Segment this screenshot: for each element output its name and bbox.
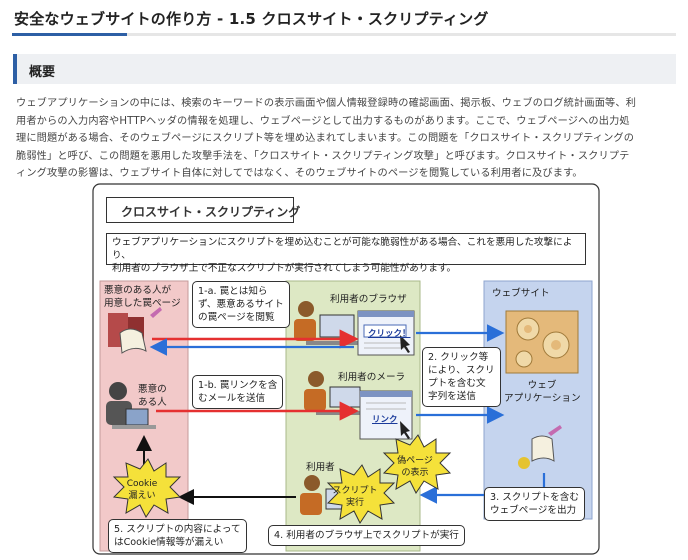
malicious-page-label: 悪意のある人が 用意した罠ページ [104, 285, 181, 309]
burst-fake-shape [382, 434, 452, 494]
intro-line: 用者からの入力内容やHTTPヘッダの情報を処理し、ウェブページとして出力するもの… [16, 115, 630, 127]
intro-line: ィング攻撃の影響は、ウェブサイト自体に対してではなく、そのウェブサイトのページを… [16, 168, 583, 180]
attacker-figure [106, 382, 156, 429]
burst-cookie: Cookie 漏えい [126, 479, 158, 501]
xss-diagram: クロスサイト・スクリプティング ウェブアプリケーションにスクリプトを埋め込むこと… [92, 183, 600, 555]
intro-paragraph: ウェブアプリケーションの中には、検索のキーワードの表示画面や個人情報登録時の確認… [16, 95, 676, 183]
description-line: ウェブアプリケーションにスクリプトを埋め込むことが可能な脆弱性がある場合、これを… [112, 237, 573, 261]
burst-fake-page: 偽ページ の表示 [397, 456, 433, 478]
page-title: 安全なウェブサイトの作り方 - 1.5 クロスサイト・スクリプティング [14, 10, 489, 28]
burst-script-shape [326, 464, 396, 524]
step1a-callout: 1-a. 罠とは知ら ず、悪意あるサイト の罠ページを閲覧 [192, 281, 290, 328]
description-line: 利用者のブラウザ上で不正なスクリプトが実行されてしまう可能性があります。 [112, 263, 457, 274]
step3-callout: 3. スクリプトを含む ウェブページを出力 [484, 487, 585, 521]
mailer-computer [304, 371, 413, 440]
step4-callout: 4. 利用者のブラウザ上でスクリプトが実行 [268, 525, 465, 546]
browser-computer [294, 301, 415, 356]
attacker-label: 悪意の ある人 [138, 384, 167, 408]
burst-cookie-shape [112, 458, 182, 518]
diagram-title: クロスサイト・スクリプティング [106, 197, 300, 223]
intro-line: ウェブアプリケーションの中には、検索のキーワードの表示画面や個人情報登録時の確認… [16, 98, 637, 109]
title-rule-accent [12, 33, 127, 36]
click-button[interactable]: クリック！ [368, 329, 411, 339]
intro-line: 理に問題がある場合、そのウェブページにスクリプト等を埋め込まれてしまいます。この… [16, 133, 635, 145]
trap-page-icon [108, 307, 162, 354]
title-rule [12, 33, 676, 36]
step1b-callout: 1-b. 罠リンクを含 むメールを送信 [192, 375, 284, 409]
website-label: ウェブサイト [492, 288, 550, 299]
user-label: 利用者 [306, 462, 335, 473]
intro-line: 脆弱性」と呼び、この問題を悪用した攻撃手法を、「クロスサイト・スクリプティング攻… [16, 150, 630, 162]
browser-label: 利用者のブラウザ [330, 294, 407, 305]
malicious-link[interactable]: リンク [372, 415, 398, 425]
webapp-label: ウェブ アプリケーション [504, 380, 581, 404]
section-heading-text: 概要 [29, 65, 56, 80]
webapp-gears [505, 310, 579, 374]
step2-callout: 2. クリック等 により、スクリ プトを含む文 字列を送信 [422, 347, 501, 407]
diagram-description: ウェブアプリケーションにスクリプトを埋め込むことが可能な脆弱性がある場合、これを… [106, 233, 586, 274]
diagram-graphics [92, 183, 600, 555]
mailer-label: 利用者のメーラ [338, 372, 406, 383]
output-page-icon [518, 425, 562, 469]
step5-callout: 5. スクリプトの内容によって はCookie情報等が漏えい [108, 519, 247, 553]
burst-script-exec: スクリプト 実行 [332, 486, 378, 508]
section-heading: 概要 [13, 54, 676, 84]
